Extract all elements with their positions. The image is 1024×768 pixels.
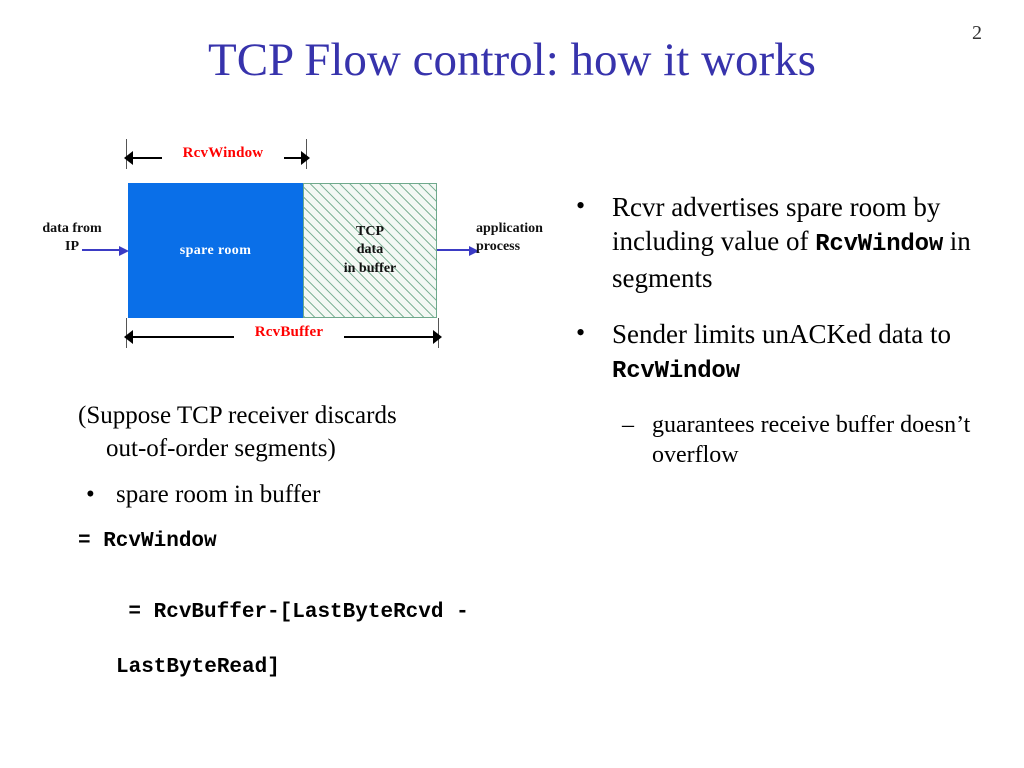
- right-bullet-1: • Rcvr advertises spare room by including…: [566, 190, 1016, 295]
- application-process-label: application process: [476, 220, 586, 256]
- rcvwindow-line-left: [132, 157, 168, 159]
- spare-room-label: spare room: [179, 242, 252, 258]
- arrow-head-left-icon: [124, 151, 133, 165]
- data-from-ip-line-2: IP: [65, 238, 79, 254]
- inflow-arrow-head: [119, 246, 129, 256]
- bullet-dot-icon: •: [576, 191, 586, 220]
- rcvwindow-line-right: [276, 157, 302, 159]
- suppose-line-2: out-of-order segments): [106, 434, 336, 462]
- formula-line-2-part-2: LastByteRead]: [116, 656, 280, 680]
- bullet-dash-icon: –: [622, 411, 634, 438]
- right-bullet-2-pre: Sender limits unACKed data to: [612, 319, 951, 350]
- arrow-head-right-icon: [433, 330, 442, 344]
- application-process-line-1: application: [476, 221, 543, 236]
- right-bullet-1-mono: RcvWindow: [815, 231, 944, 259]
- tcp-data-line-2: data: [356, 242, 384, 258]
- spare-room-region: [128, 183, 303, 318]
- inflow-arrow-shaft: [82, 249, 120, 251]
- application-process-line-2: process: [476, 238, 521, 254]
- right-subbullet-1-text: guarantees receive buffer doesn’t overfl…: [652, 411, 971, 469]
- page-number: 2: [972, 22, 982, 44]
- formula-line-1: = RcvWindow: [78, 529, 217, 553]
- inflow-arrow-icon: [82, 246, 129, 256]
- outflow-arrow-head: [469, 246, 479, 256]
- tcp-data-region: [303, 183, 437, 318]
- data-from-ip-line-1: data from: [42, 221, 102, 236]
- left-text-column: (Suppose TCP receiver discards out-of-or…: [78, 400, 568, 738]
- receive-buffer-diagram: RcvWindow spare room TCP data in buffer …: [0, 130, 560, 375]
- buffer-box: spare room TCP data in buffer: [128, 183, 437, 318]
- arrow-head-right-icon: [301, 151, 310, 165]
- formula-line-2: = RcvBuffer-[LastByteRcvd - LastByteRead…: [78, 571, 568, 737]
- suppose-line-1: (Suppose TCP receiver discards: [78, 402, 397, 429]
- left-bullet-spare-room: • spare room in buffer: [78, 479, 568, 512]
- right-bullet-2-mono: RcvWindow: [612, 358, 740, 386]
- bullet-dot-icon: •: [576, 318, 586, 348]
- right-subbullet-1: –guarantees receive buffer doesn’t overf…: [566, 410, 1016, 471]
- tcp-data-line-1: TCP: [356, 223, 384, 239]
- rcvbuffer-line-left: [132, 336, 242, 338]
- page-title: TCP Flow control: how it works: [208, 34, 816, 86]
- left-bullet-text: spare room in buffer: [116, 481, 321, 508]
- tcp-data-line-3: in buffer: [343, 260, 397, 276]
- rcvbuffer-dimension: RcvBuffer: [122, 318, 444, 348]
- arrow-head-left-icon: [124, 330, 133, 344]
- tcp-data-label: TCP data in buffer: [303, 183, 437, 318]
- right-bullet-2: • Sender limits unACKed data to RcvWindow: [566, 317, 1016, 388]
- right-text-column: • Rcvr advertises spare room by including…: [566, 190, 1016, 471]
- formula-line-2-part-1: = RcvBuffer-[LastByteRcvd -: [128, 600, 469, 624]
- rcvbuffer-label: RcvBuffer: [234, 322, 344, 342]
- rcvwindow-dimension: RcvWindow: [122, 139, 312, 169]
- right-bullet-1-pre: Rcvr advertises spare room by including …: [612, 192, 941, 257]
- bullet-dot-icon: •: [86, 481, 95, 508]
- right-bullet-1-post: in segments: [612, 226, 971, 293]
- rcvbuffer-line-right: [344, 336, 434, 338]
- outflow-arrow-shaft: [437, 249, 470, 251]
- outflow-arrow-icon: [437, 246, 479, 256]
- rcvwindow-label: RcvWindow: [162, 143, 284, 163]
- suppose-paragraph: (Suppose TCP receiver discards out-of-or…: [78, 400, 568, 465]
- data-from-ip-label: data from IP: [24, 220, 120, 256]
